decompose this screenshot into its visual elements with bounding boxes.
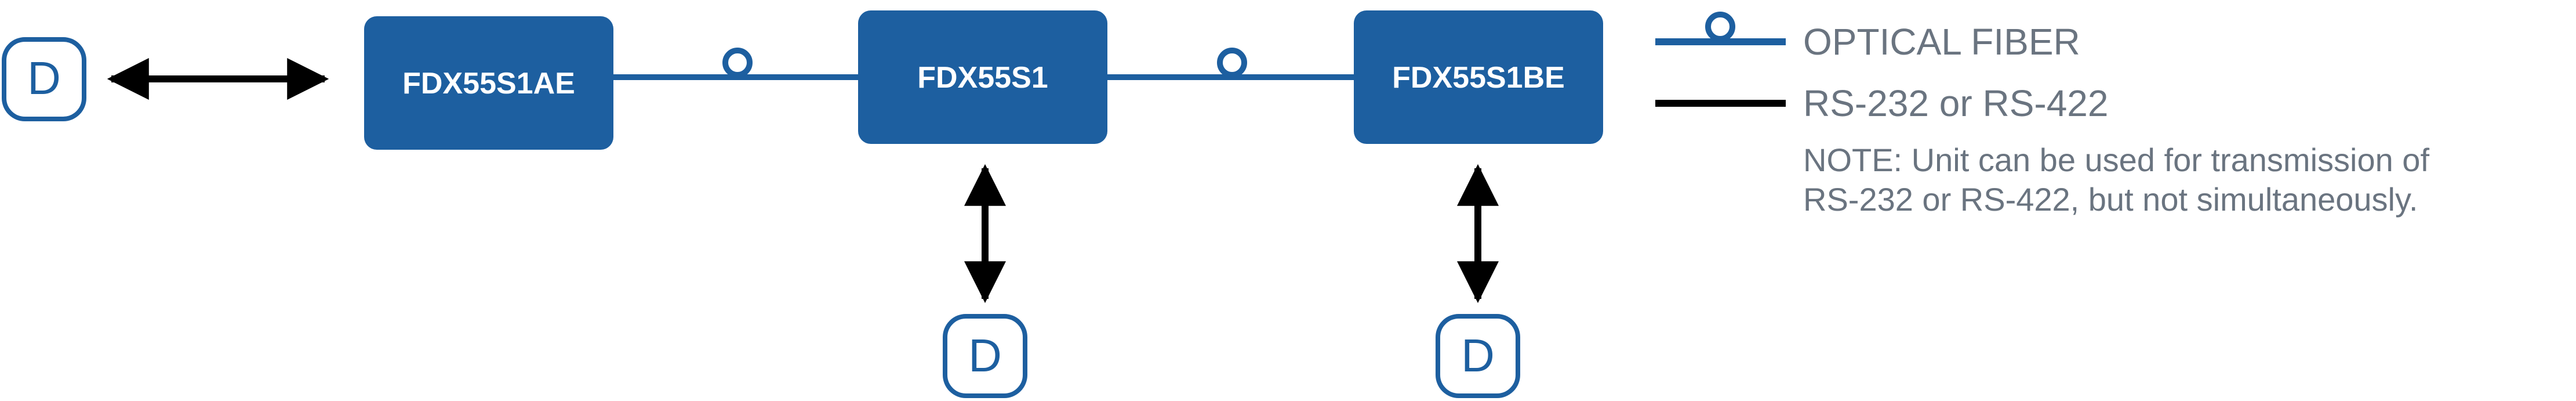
device-label: D — [968, 330, 1002, 381]
legend-fiber-label: OPTICAL FIBER — [1803, 21, 2080, 63]
legend-note-line-2: RS-232 or RS-422, but not simultaneously… — [1803, 181, 2418, 218]
device-d-middle: D — [943, 314, 1027, 398]
d-device-icon — [943, 314, 1027, 398]
unit-box-fdx55s1ae: FDX55S1AE — [364, 16, 613, 150]
legend-note-line-1: NOTE: Unit can be used for transmission … — [1803, 142, 2429, 178]
device-d-left: D — [2, 37, 86, 121]
d-device-icon — [2, 37, 86, 121]
unit-label: FDX55S1BE — [1392, 61, 1565, 95]
device-d-right: D — [1436, 314, 1520, 398]
fiber-loop-icon-1 — [722, 48, 753, 78]
legend: OPTICAL FIBER RS-232 or RS-422 NOTE: Uni… — [1655, 12, 2429, 218]
unit-box-fdx55s1: FDX55S1 — [858, 10, 1107, 144]
unit-label: FDX55S1AE — [402, 67, 575, 100]
device-label: D — [27, 52, 61, 104]
fiber-loop-icon-2 — [1217, 48, 1247, 78]
fiber-loop-icon — [1705, 12, 1735, 42]
legend-copper-label: RS-232 or RS-422 — [1803, 82, 2108, 124]
unit-label: FDX55S1 — [917, 61, 1048, 95]
unit-box-fdx55s1be: FDX55S1BE — [1354, 10, 1603, 144]
device-label: D — [1461, 330, 1495, 381]
d-device-icon — [1436, 314, 1520, 398]
